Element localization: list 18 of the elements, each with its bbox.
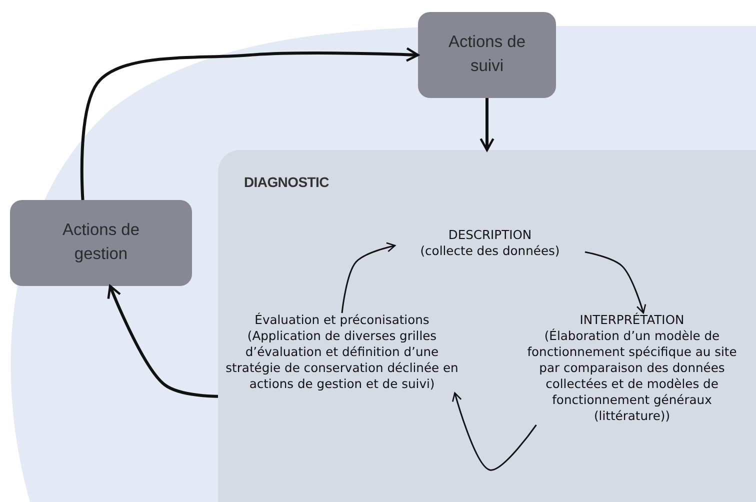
diagnostic-panel — [218, 150, 756, 502]
step-description: (Application de diverses grilles d’évaluation et définition d’une stratégie de conservation déclinée en actions de gestion et de suivi) — [224, 328, 460, 393]
step-heading: Évaluation et préconisations — [254, 313, 430, 329]
step-heading: INTERPRÉTATION — [578, 313, 686, 328]
arrow — [107, 284, 218, 398]
step-heading: DESCRIPTION — [447, 228, 533, 244]
arrow — [480, 98, 494, 152]
box-label: Actions de gestion — [61, 220, 141, 265]
step-description: (collecte des données) — [419, 244, 561, 260]
box-label: Actions de suivi — [448, 32, 526, 77]
arrow — [80, 47, 420, 200]
arrow — [584, 251, 646, 314]
process-box — [10, 200, 192, 286]
arrow — [452, 392, 537, 471]
process-box — [418, 12, 556, 98]
panel-title: DIAGNOSTIC — [244, 174, 329, 190]
step-description: (Élaboration d’un modèle de fonctionnement spécifique au site par comparaison des données collectées et de modèles de fonctionnement généraux (littérature)) — [526, 328, 738, 425]
arrow — [341, 242, 396, 314]
